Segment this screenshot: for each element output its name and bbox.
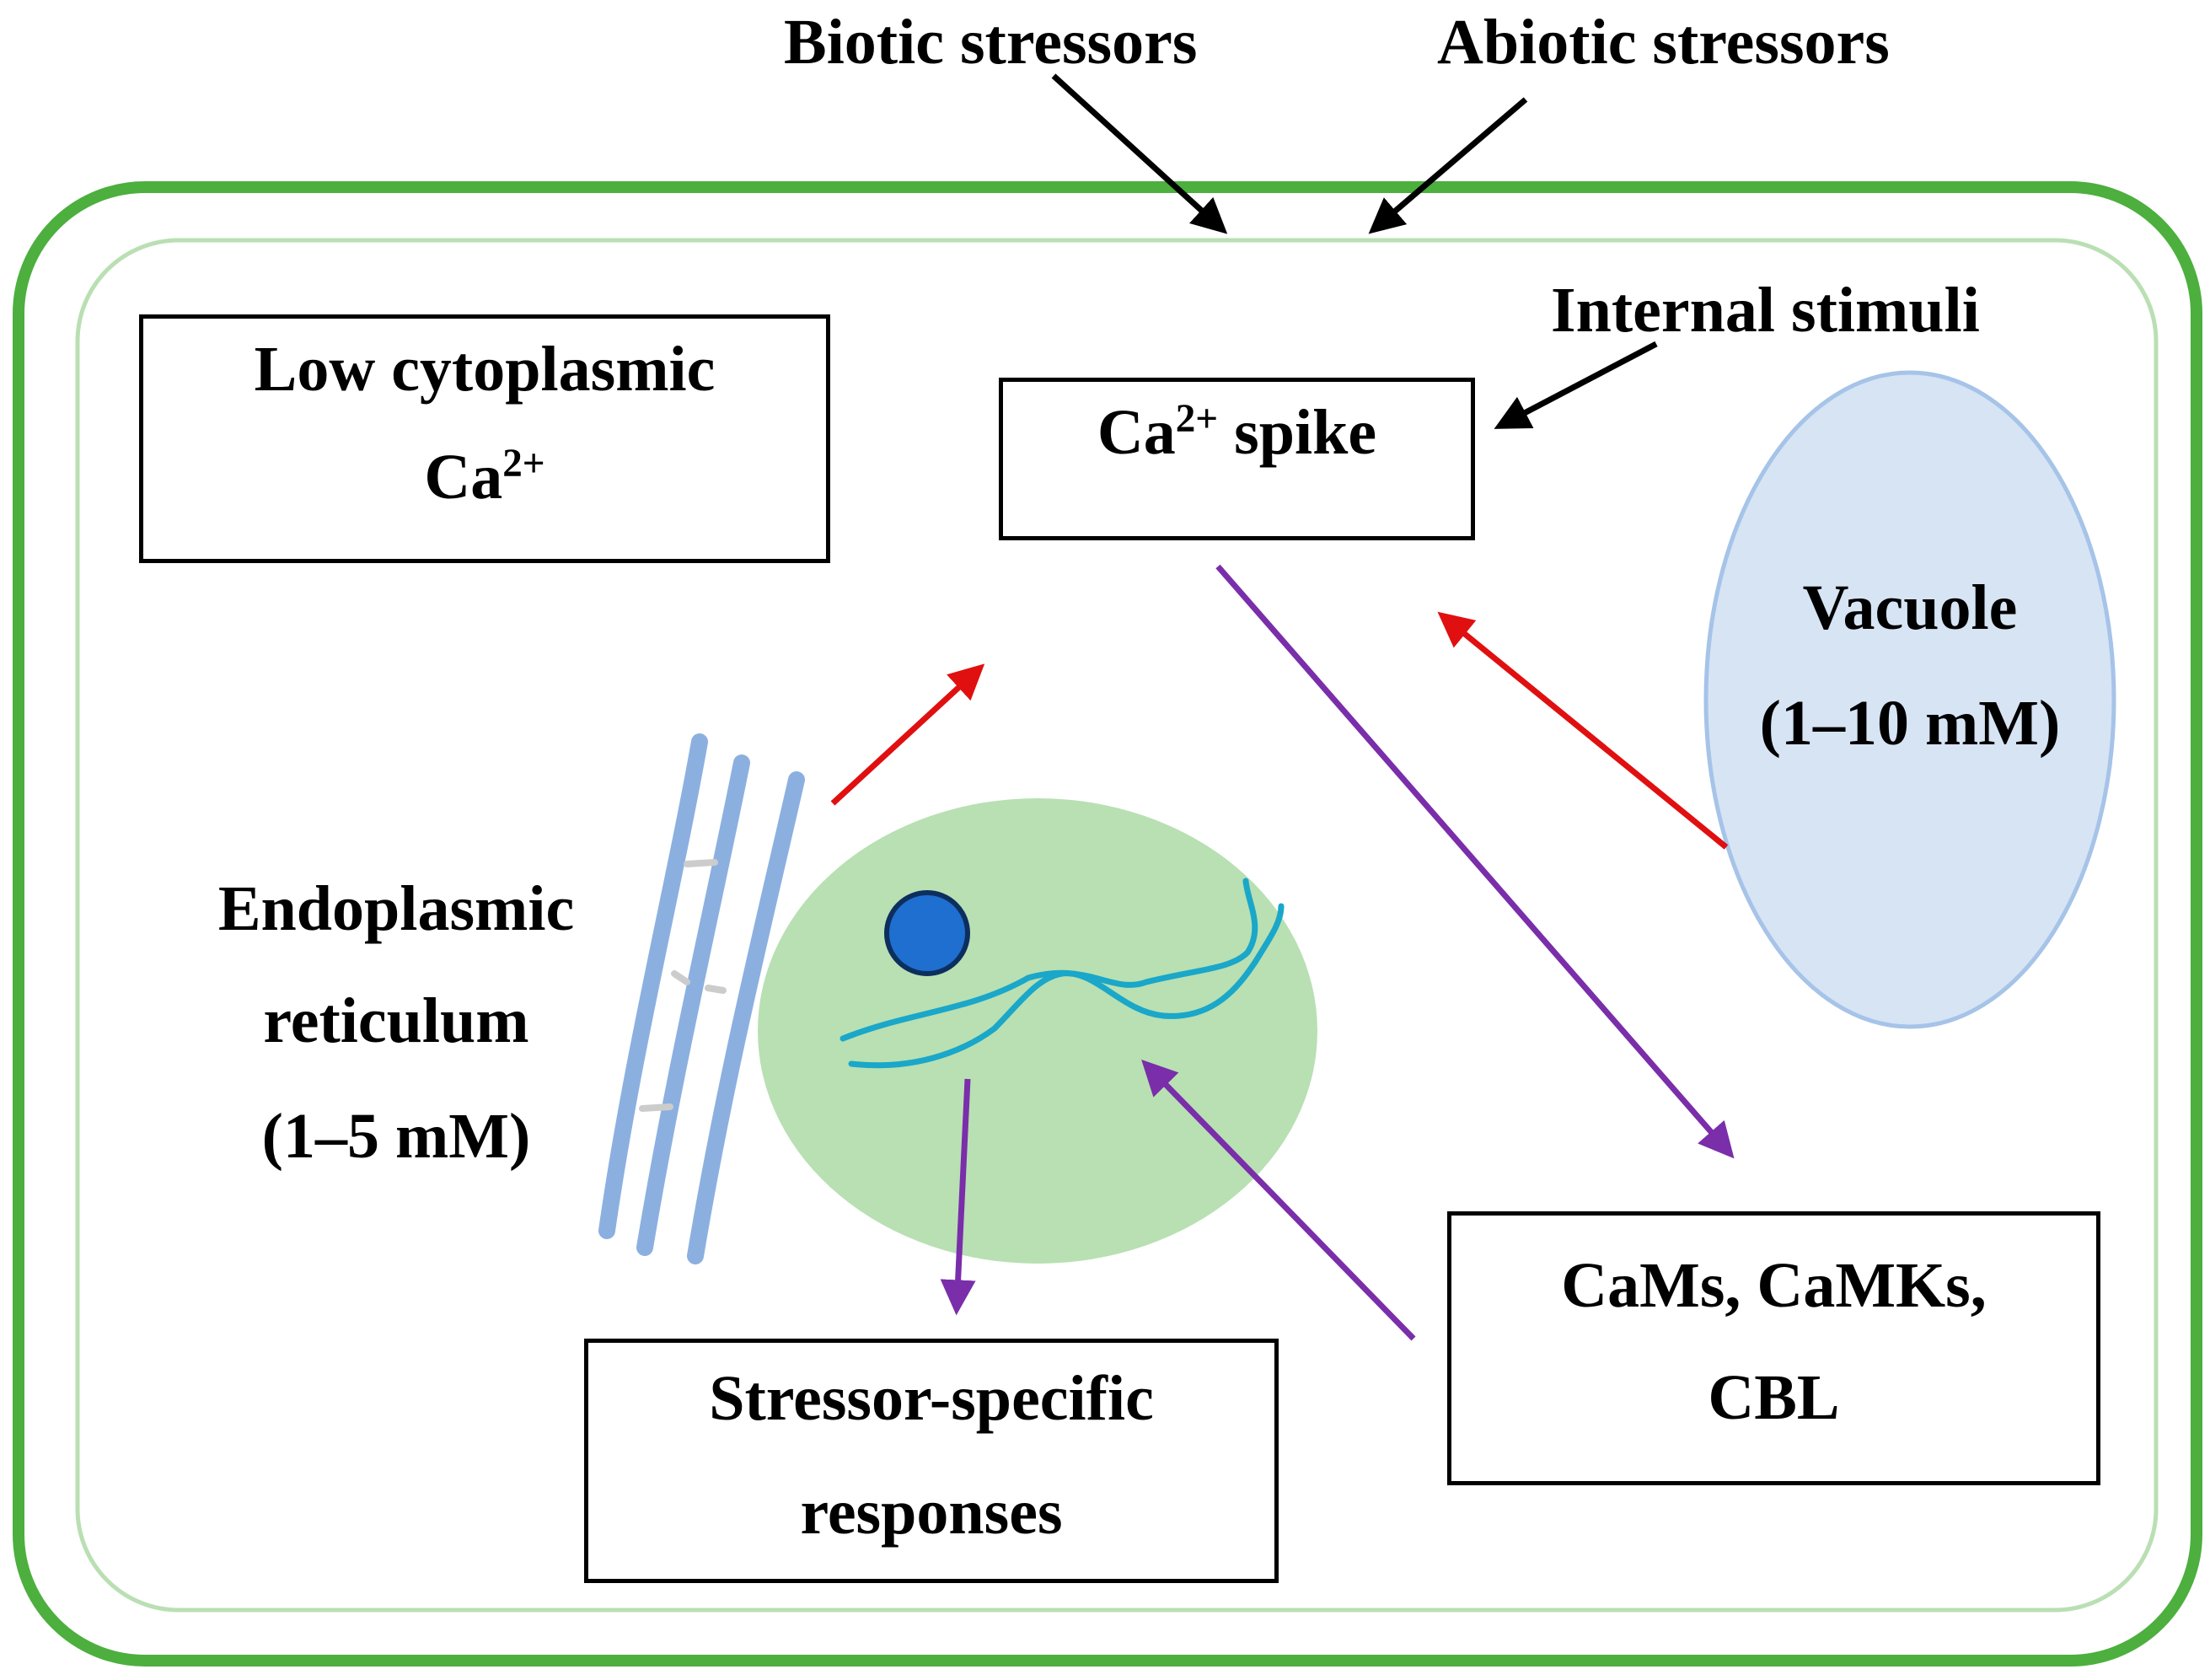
er-label-line1: Endoplasmic <box>217 873 575 944</box>
chromatin-strand <box>848 903 1285 1069</box>
biotic-stressors-label: Biotic stressors <box>784 7 1198 78</box>
biotic-arrow <box>1051 73 1228 234</box>
chromatin-strand <box>839 878 1258 1042</box>
er-label-line2: reticulum <box>263 985 529 1056</box>
er-release-arrow <box>830 663 985 806</box>
sensors-line1: CaMs, CaMKs, <box>1561 1250 1987 1321</box>
er-bridge <box>639 1103 673 1112</box>
responses-line1: Stressor-specific <box>709 1363 1154 1434</box>
spike-base: Ca <box>1097 397 1176 468</box>
nucleus-to-responses-arrow <box>940 1078 976 1316</box>
sensors-to-nucleus-arrow <box>1141 1059 1416 1341</box>
er-concentration-label: (1–5 mM) <box>261 1101 531 1172</box>
low-ca-line2: Ca2+ <box>143 442 826 509</box>
low-cytoplasmic-ca-box: Low cytoplasmic Ca2+ <box>139 314 830 563</box>
er-bridge <box>671 970 690 985</box>
stressor-responses-box: Stressor-specific responses <box>584 1339 1279 1583</box>
er-cisterna <box>598 733 708 1239</box>
spike-sup: 2+ <box>1175 397 1219 442</box>
ca-sensors-box: CaMs, CaMKs, CBL <box>1447 1211 2100 1485</box>
vacuole-concentration-label: (1–10 mM) <box>1759 688 2061 759</box>
er-cisterna <box>687 771 805 1264</box>
vacuole-label: Vacuole <box>1802 572 2018 643</box>
spike-rest: spike <box>1218 397 1377 468</box>
low-ca-line1: Low cytoplasmic <box>254 334 716 405</box>
low-ca-base: Ca <box>424 442 503 513</box>
vacuole-release-arrow <box>1437 611 1729 850</box>
nucleus <box>758 798 1317 1264</box>
ca-spike-box: Ca2+ spike <box>999 378 1475 540</box>
abiotic-stressors-label: Abiotic stressors <box>1437 7 1890 78</box>
internal-stimuli-arrow <box>1494 341 1658 429</box>
sensors-line2: CBL <box>1708 1362 1840 1433</box>
er-cisterna <box>636 754 750 1256</box>
vacuole <box>1703 370 2116 1029</box>
responses-line2: responses <box>800 1477 1063 1548</box>
cell-membrane <box>75 238 2159 1613</box>
er-bridge <box>684 859 718 867</box>
er-bridge <box>705 985 727 994</box>
low-ca-sup: 2+ <box>502 442 545 486</box>
spike-to-sensors-arrow <box>1215 564 1735 1159</box>
internal-stimuli-label: Internal stimuli <box>1551 275 1980 346</box>
nucleolus <box>884 890 970 976</box>
cell-wall <box>13 181 2202 1667</box>
ca-spike-text: Ca2+ spike <box>1003 400 1471 464</box>
abiotic-arrow <box>1368 97 1528 234</box>
